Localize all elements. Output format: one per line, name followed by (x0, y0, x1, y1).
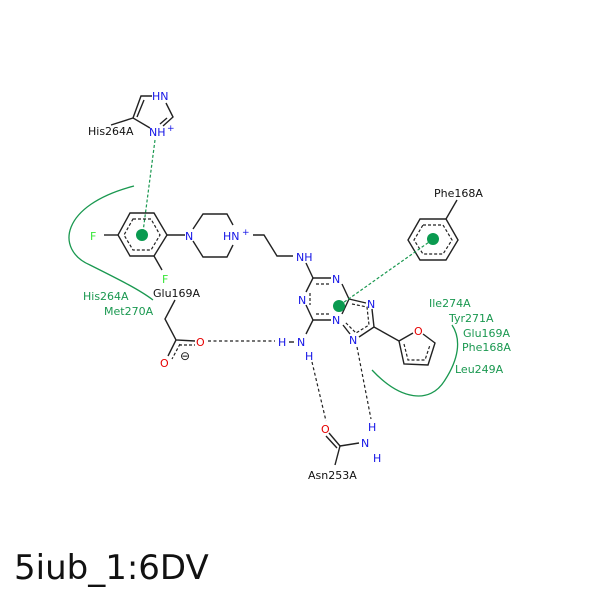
aromatic-bond (403, 343, 431, 361)
ring-center-dot (333, 300, 345, 312)
atom-n: N (349, 334, 357, 347)
atom-n: N (297, 336, 305, 349)
bond (171, 343, 181, 360)
hydrophobic-residue-label: Met270A (104, 305, 154, 318)
atom-h: H (305, 350, 313, 363)
hydrophobic-residue-label: Ile274A (429, 297, 471, 310)
bond (167, 339, 177, 357)
atom-n: N (298, 294, 306, 307)
residue-label-his264: His264A (88, 125, 134, 138)
charge-minus: ⊖ (180, 349, 190, 363)
atom-o: O (414, 325, 423, 338)
ring-center-dot (136, 229, 148, 241)
atom-n: N (332, 314, 340, 327)
hydrophobic-residue-label: Phe168A (462, 341, 511, 354)
atom-f: F (162, 273, 168, 286)
hydrophobic-residue-label: His264A (83, 290, 129, 303)
atom-n: N (367, 298, 375, 311)
charge-plus: + (167, 124, 175, 134)
difluorophenyl-ring: F F (90, 212, 185, 286)
residue-label-phe168: Phe168A (434, 187, 483, 200)
residue-label-glu169: Glu169A (153, 287, 201, 300)
aromatic-bond (344, 303, 370, 334)
bond (348, 298, 367, 304)
bond (164, 299, 196, 342)
bond (373, 326, 400, 342)
hydrophobic-residue-label: Leu249A (455, 363, 504, 376)
bond (159, 117, 168, 125)
bond (253, 234, 293, 257)
atom-h: H (278, 336, 286, 349)
bond (305, 262, 314, 279)
bond (305, 304, 331, 321)
bond (358, 308, 375, 338)
bond (110, 117, 134, 126)
glu169-residue: Glu169A O O ⊖ (153, 287, 205, 370)
bond (132, 95, 152, 129)
bond (192, 240, 234, 258)
pi-cation-interaction (142, 139, 156, 233)
asn253-residue: O N H H Asn253A (308, 421, 381, 482)
hydrophobic-contact-arc-right (371, 324, 459, 397)
bond (445, 199, 458, 220)
triazolotriazine-core: N N N N N H N H (278, 262, 375, 363)
bond (328, 432, 341, 447)
atom-nh: NH (296, 251, 313, 264)
piperazine-ring: N HN + NH (185, 213, 313, 264)
pi-stacking-interaction (339, 239, 433, 306)
hydrophobic-contact-arc-left (68, 185, 154, 301)
bond (325, 435, 338, 449)
atom-nh: NH (149, 126, 166, 139)
atom-hn: HN (152, 90, 169, 103)
bond (334, 445, 341, 466)
bond (339, 442, 360, 447)
atom-n: N (332, 273, 340, 286)
bond (305, 319, 314, 335)
bond (305, 277, 314, 293)
atom-h: H (368, 421, 376, 434)
diagram-title: 5iub_1:6DV (14, 548, 209, 588)
hydrogen-bond (311, 361, 327, 422)
bond (398, 332, 436, 366)
bond (136, 99, 145, 118)
atom-n: N (185, 230, 193, 243)
hydrogen-bond (356, 346, 372, 420)
bond (342, 324, 351, 335)
phe168-residue: Phe168A (407, 187, 483, 261)
aromatic-bond (413, 224, 453, 255)
hydrophobic-residue-label: Tyr271A (448, 312, 494, 325)
atom-hn-plus: HN (223, 230, 240, 243)
atom-h: H (373, 452, 381, 465)
furan-ring: O (373, 325, 436, 366)
aromatic-bond (123, 218, 161, 251)
bond (162, 102, 174, 127)
atom-o: O (160, 357, 169, 370)
atom-o: O (196, 336, 205, 349)
atom-n: N (361, 437, 369, 450)
charge-plus: + (242, 228, 250, 238)
bond (153, 255, 163, 271)
hydrophobic-residue-label: Glu169A (463, 327, 511, 340)
atom-o: O (321, 423, 330, 436)
bond (192, 213, 234, 230)
residue-label-asn253: Asn253A (308, 469, 357, 482)
his264-residue: HN NH + His264A (88, 90, 175, 139)
atom-f: F (90, 230, 96, 243)
ring-center-dot (427, 233, 439, 245)
